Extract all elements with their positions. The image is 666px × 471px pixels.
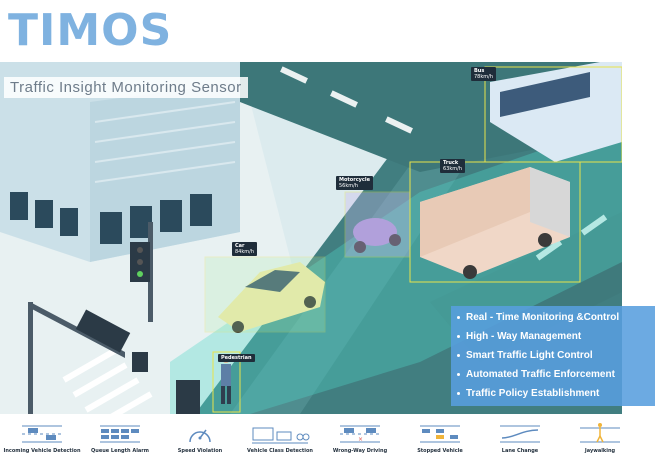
feature-label: Automated Traffic Enforcement xyxy=(466,369,615,380)
bus-illustration xyxy=(484,62,622,163)
bus-speed-tag: Bus 78km/h xyxy=(471,67,496,81)
bullet-dot-icon xyxy=(457,315,460,319)
function-lane-change: Lane Change xyxy=(480,422,560,471)
function-label: Speed Violation xyxy=(177,448,223,454)
function-wrong-way: × Wrong-Way Driving xyxy=(320,422,400,471)
feature-item: Automated Traffic Enforcement xyxy=(451,365,655,384)
feature-item: Smart Traffic Light Control xyxy=(451,346,655,365)
bullet-dot-icon xyxy=(457,372,460,376)
bus-tag-name: Bus xyxy=(474,68,485,74)
brand-subtitle: Traffic Insight Monitoring Sensor xyxy=(4,77,248,98)
feature-label: Real - Time Monitoring &Control xyxy=(466,312,620,323)
function-label: Jaywalking xyxy=(584,448,616,454)
function-incoming-vehicle: Incoming Vehicle Detection xyxy=(2,422,82,471)
function-label: Stopped Vehicle xyxy=(417,448,463,454)
feature-item: High - Way Management xyxy=(451,327,655,346)
motorcycle-illustration xyxy=(344,191,411,258)
feature-label: Smart Traffic Light Control xyxy=(466,350,593,361)
truck-tag-name: Truck xyxy=(443,160,459,166)
bullet-dot-icon xyxy=(457,334,460,338)
incoming-vehicle-icon xyxy=(22,425,62,443)
traffic-light-illustration xyxy=(28,222,200,414)
function-label: Vehicle Class Detection xyxy=(247,448,313,454)
stopped-vehicle-icon xyxy=(420,425,460,443)
truck-illustration xyxy=(409,161,581,283)
lane-change-icon xyxy=(500,425,540,443)
feature-label: Traffic Policy Establishment xyxy=(466,388,600,399)
feature-item: Traffic Policy Establishment xyxy=(451,384,655,403)
truck-tag-speed: 63km/h xyxy=(443,166,462,172)
queue-length-icon xyxy=(100,425,140,443)
bullet-dot-icon xyxy=(457,391,460,395)
feature-item: Real - Time Monitoring &Control xyxy=(451,308,655,327)
function-label: Incoming Vehicle Detection xyxy=(3,448,81,454)
function-label: Lane Change xyxy=(501,448,539,454)
car-tag-speed: 84km/h xyxy=(235,249,254,255)
function-label: Wrong-Way Driving xyxy=(332,448,388,454)
traffic-illustration: Bus 78km/h Truck 63km/h Motorcycle 56km/… xyxy=(0,62,622,414)
wrong-way-icon: × xyxy=(340,425,380,443)
motorcycle-tag-name: Motorcycle xyxy=(339,177,370,183)
brand-title: TIMOS xyxy=(8,5,173,56)
speed-gauge-icon xyxy=(189,429,211,443)
car-illustration xyxy=(204,256,326,333)
svg-text:×: × xyxy=(358,436,363,443)
bullet-dot-icon xyxy=(457,353,460,357)
motorcycle-speed-tag: Motorcycle 56km/h xyxy=(336,176,373,190)
function-stopped-vehicle: Stopped Vehicle xyxy=(400,422,480,471)
car-tag-name: Car xyxy=(235,243,245,249)
bus-tag-speed: 78km/h xyxy=(474,74,493,80)
function-queue-length: Queue Length Alarm xyxy=(80,422,160,471)
jaywalking-icon xyxy=(580,423,620,443)
function-jaywalking: Jaywalking xyxy=(560,422,640,471)
feature-label: High - Way Management xyxy=(466,331,582,342)
function-speed-violation: Speed Violation xyxy=(160,422,240,471)
pedestrian-tag-name: Pedestrian xyxy=(221,355,252,361)
function-vehicle-class: Vehicle Class Detection xyxy=(240,422,320,471)
features-panel: Real - Time Monitoring &Control High - W… xyxy=(451,306,655,406)
motorcycle-tag-speed: 56km/h xyxy=(339,183,358,189)
function-label: Queue Length Alarm xyxy=(91,448,149,454)
car-speed-tag: Car 84km/h xyxy=(232,242,257,256)
vehicle-class-icon xyxy=(252,427,310,444)
traffic-scene xyxy=(0,62,622,414)
pedestrian-tag: Pedestrian xyxy=(218,354,255,362)
truck-speed-tag: Truck 63km/h xyxy=(440,159,465,173)
function-icons-row: Incoming Vehicle Detection Queue Length … xyxy=(0,422,666,471)
